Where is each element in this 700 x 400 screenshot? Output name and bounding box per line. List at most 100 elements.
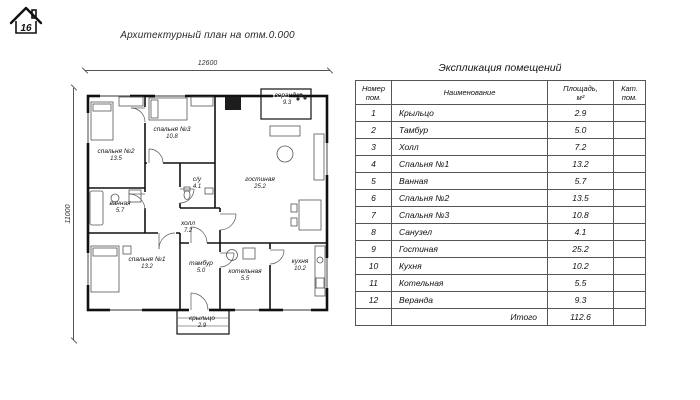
cell-num: 5 (355, 172, 392, 190)
table-row: 4 Спальня №1 13.2 (355, 155, 646, 173)
cell-name: Спальня №3 (391, 206, 548, 224)
cell-category (613, 308, 646, 326)
col-header-name: Наименование (391, 80, 548, 105)
cell-area: 7.2 (547, 138, 614, 156)
dim-tick (70, 337, 78, 344)
cell-name: Ванная (391, 172, 548, 190)
plan-title: Архитектурный план на отм.0.000 (120, 30, 295, 41)
dim-tick (70, 84, 78, 91)
door-gaps (142, 107, 273, 314)
table-row: 11 Котельная 5.5 (355, 274, 646, 292)
table-row: 12 Веранда 9.3 (355, 291, 646, 309)
cell-name: Крыльцо (391, 104, 548, 122)
veranda-outline (260, 88, 312, 120)
table-row: 9 Гостиная 25.2 (355, 240, 646, 258)
room-label-veranda: веранда 9.3 (274, 92, 300, 107)
cell-name: Тамбур (391, 121, 548, 139)
dimension-top: 12600 (81, 60, 334, 74)
cell-num: 10 (355, 257, 392, 275)
veranda-plant (296, 93, 307, 101)
cell-num: 4 (355, 155, 392, 173)
cell-name: Котельная (391, 274, 548, 292)
cell-num: 8 (355, 223, 392, 241)
furniture (89, 96, 326, 297)
dimension-top-value: 12600 (197, 60, 218, 67)
cell-name: Гостиная (391, 240, 548, 258)
floor-plan: веранда 9.3 спальня №3 10.8 спальня №2 1… (85, 88, 330, 340)
house-logo-icon: 16 (9, 6, 43, 34)
cell-area: 2.9 (547, 104, 614, 122)
floor-plan-drawing (85, 88, 330, 335)
cell-num: 11 (355, 274, 392, 292)
room-label-livingroom: гостиная 25.2 (245, 176, 275, 191)
table-row: 5 Ванная 5.7 (355, 172, 646, 190)
cell-category (613, 257, 646, 275)
cell-num: 9 (355, 240, 392, 258)
cell-num: 2 (355, 121, 392, 139)
cell-category (613, 223, 646, 241)
logo-number: 16 (20, 23, 32, 34)
cell-name: Кухня (391, 257, 548, 275)
dim-tick (326, 67, 334, 74)
cell-name: Холл (391, 138, 548, 156)
cell-name: Спальня №1 (391, 155, 548, 173)
dimension-left-value: 11000 (64, 204, 72, 224)
cell-name: Санузел (391, 223, 548, 241)
room-label-porch: крыльцо 2.9 (189, 315, 215, 330)
room-label-bathroom: ванная 5.7 (109, 200, 131, 215)
room-label-bedroom3: спальня №3 10.8 (153, 126, 191, 141)
logo: 16 (8, 5, 48, 37)
table-row: 2 Тамбур 5.0 (355, 121, 646, 139)
room-schedule: Номер пом. Наименование Площадь, м² Кат.… (355, 80, 646, 326)
cell-category (613, 206, 646, 224)
cell-area: 13.5 (547, 189, 614, 207)
col-header-number: Номер пом. (355, 80, 392, 105)
windows (85, 93, 330, 313)
cell-area: 5.0 (547, 121, 614, 139)
table-row: 7 Спальня №3 10.8 (355, 206, 646, 224)
doors (128, 107, 285, 311)
room-label-boiler: котельная 5.5 (228, 268, 262, 283)
table-row: 3 Холл 7.2 (355, 138, 646, 156)
cell-name: Спальня №2 (391, 189, 548, 207)
cell-num (355, 308, 392, 326)
cell-area: 4.1 (547, 223, 614, 241)
dim-tick (81, 67, 89, 74)
cell-area: 5.5 (547, 274, 614, 292)
table-title: Экспликация помещений (438, 62, 562, 74)
table-row: 10 Кухня 10.2 (355, 257, 646, 275)
cell-category (613, 240, 646, 258)
cell-area: 25.2 (547, 240, 614, 258)
cell-num: 12 (355, 291, 392, 309)
cell-area: 10.2 (547, 257, 614, 275)
cell-category (613, 274, 646, 292)
table-row: 6 Спальня №2 13.5 (355, 189, 646, 207)
cell-category (613, 172, 646, 190)
cell-category (613, 291, 646, 309)
cell-num: 7 (355, 206, 392, 224)
porch-steps (177, 317, 229, 327)
col-header-category: Кат. пом. (613, 80, 646, 105)
cell-category (613, 189, 646, 207)
fireplace (225, 97, 241, 110)
cell-category (613, 121, 646, 139)
dimension-left: 11000 (65, 84, 78, 344)
cell-num: 6 (355, 189, 392, 207)
table-row: 8 Санузел 4.1 (355, 223, 646, 241)
col-header-area: Площадь, м² (547, 80, 614, 105)
cell-num: 3 (355, 138, 392, 156)
table-row: 1 Крыльцо 2.9 (355, 104, 646, 122)
total-row: Итого 112.6 (355, 308, 646, 326)
room-label-kitchen: кухня 10.2 (291, 258, 309, 273)
cell-area: 10.8 (547, 206, 614, 224)
room-label-bedroom2: спальня №2 13.5 (97, 148, 135, 163)
cell-name: Веранда (391, 291, 548, 309)
cell-area: 13.2 (547, 155, 614, 173)
explication-table: Номер пом. Наименование Площадь, м² Кат.… (355, 80, 646, 326)
cell-category (613, 138, 646, 156)
room-label-hall: холл 7.2 (181, 220, 195, 235)
table-header-row: Номер пом. Наименование Площадь, м² Кат.… (355, 80, 646, 105)
cell-area: 5.7 (547, 172, 614, 190)
cell-num: 1 (355, 104, 392, 122)
total-value: 112.6 (547, 308, 614, 326)
